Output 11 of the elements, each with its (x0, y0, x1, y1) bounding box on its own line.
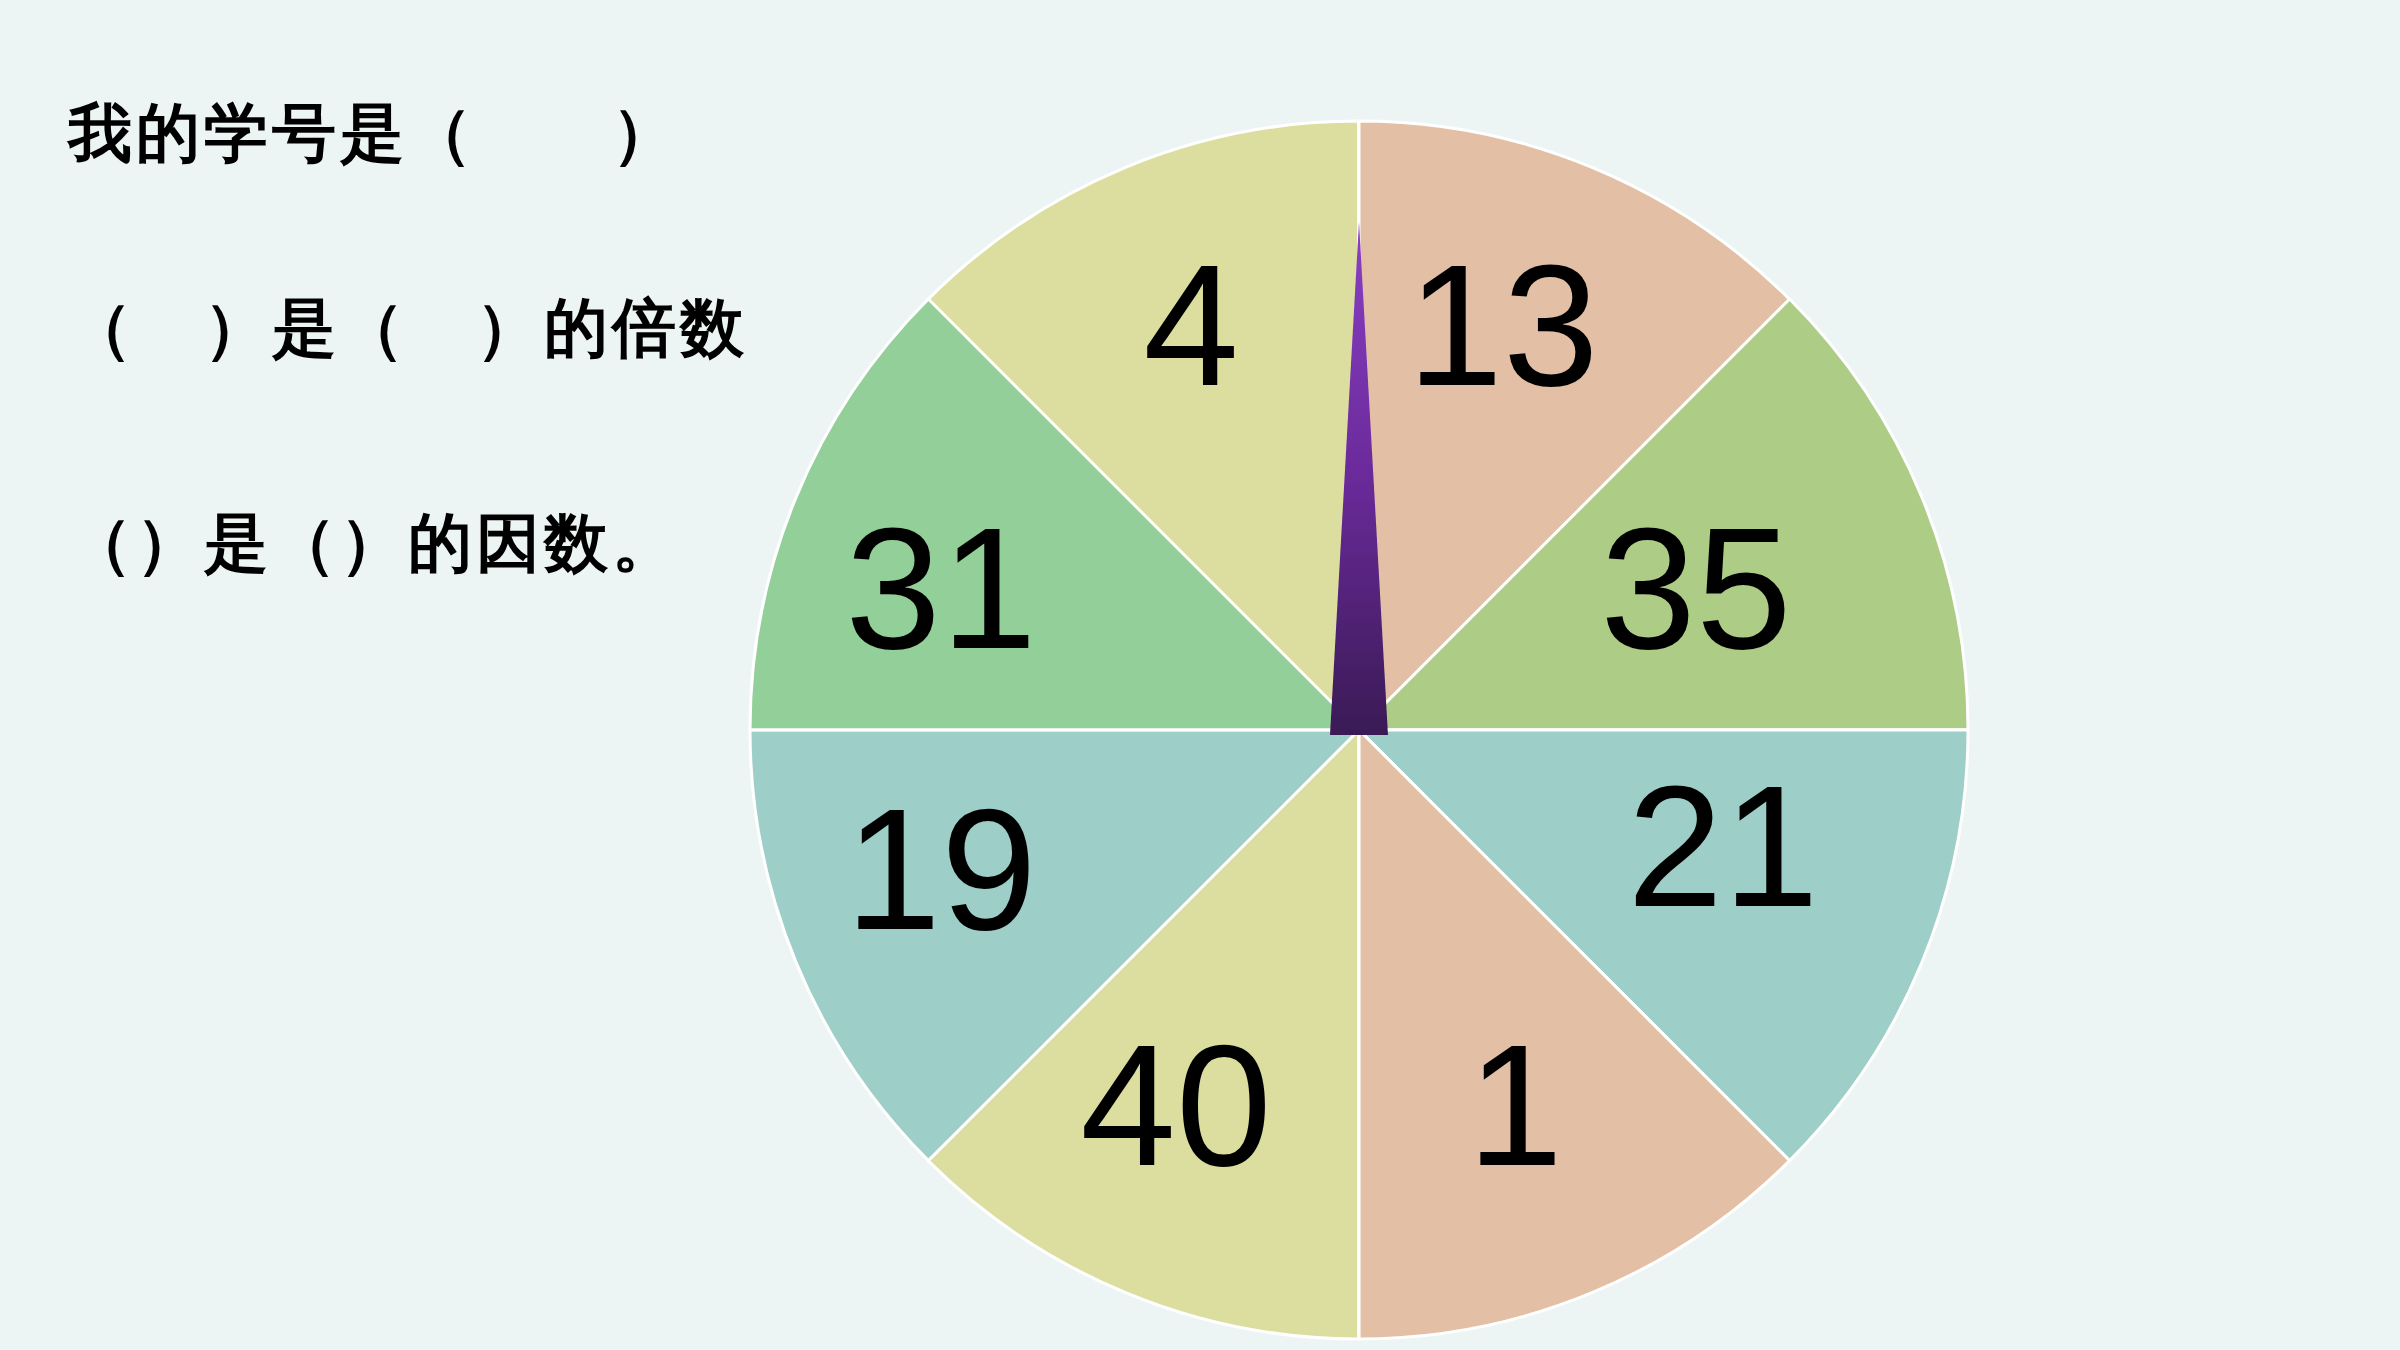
question-text: 我的学号是（ ） (68, 95, 680, 172)
number-label: 13 (1407, 239, 1599, 411)
number-label: 35 (1600, 502, 1792, 674)
number-label: 21 (1627, 760, 1819, 932)
number-label: 40 (1080, 1019, 1272, 1191)
question-text: （ ）是（ ）的倍数 (68, 290, 748, 367)
number-label: 31 (845, 502, 1037, 674)
number-label: 4 (1143, 239, 1239, 411)
number-label: 19 (845, 783, 1037, 955)
number-label: 1 (1467, 1019, 1563, 1191)
question-text: （）是（）的因数。 (68, 505, 680, 582)
